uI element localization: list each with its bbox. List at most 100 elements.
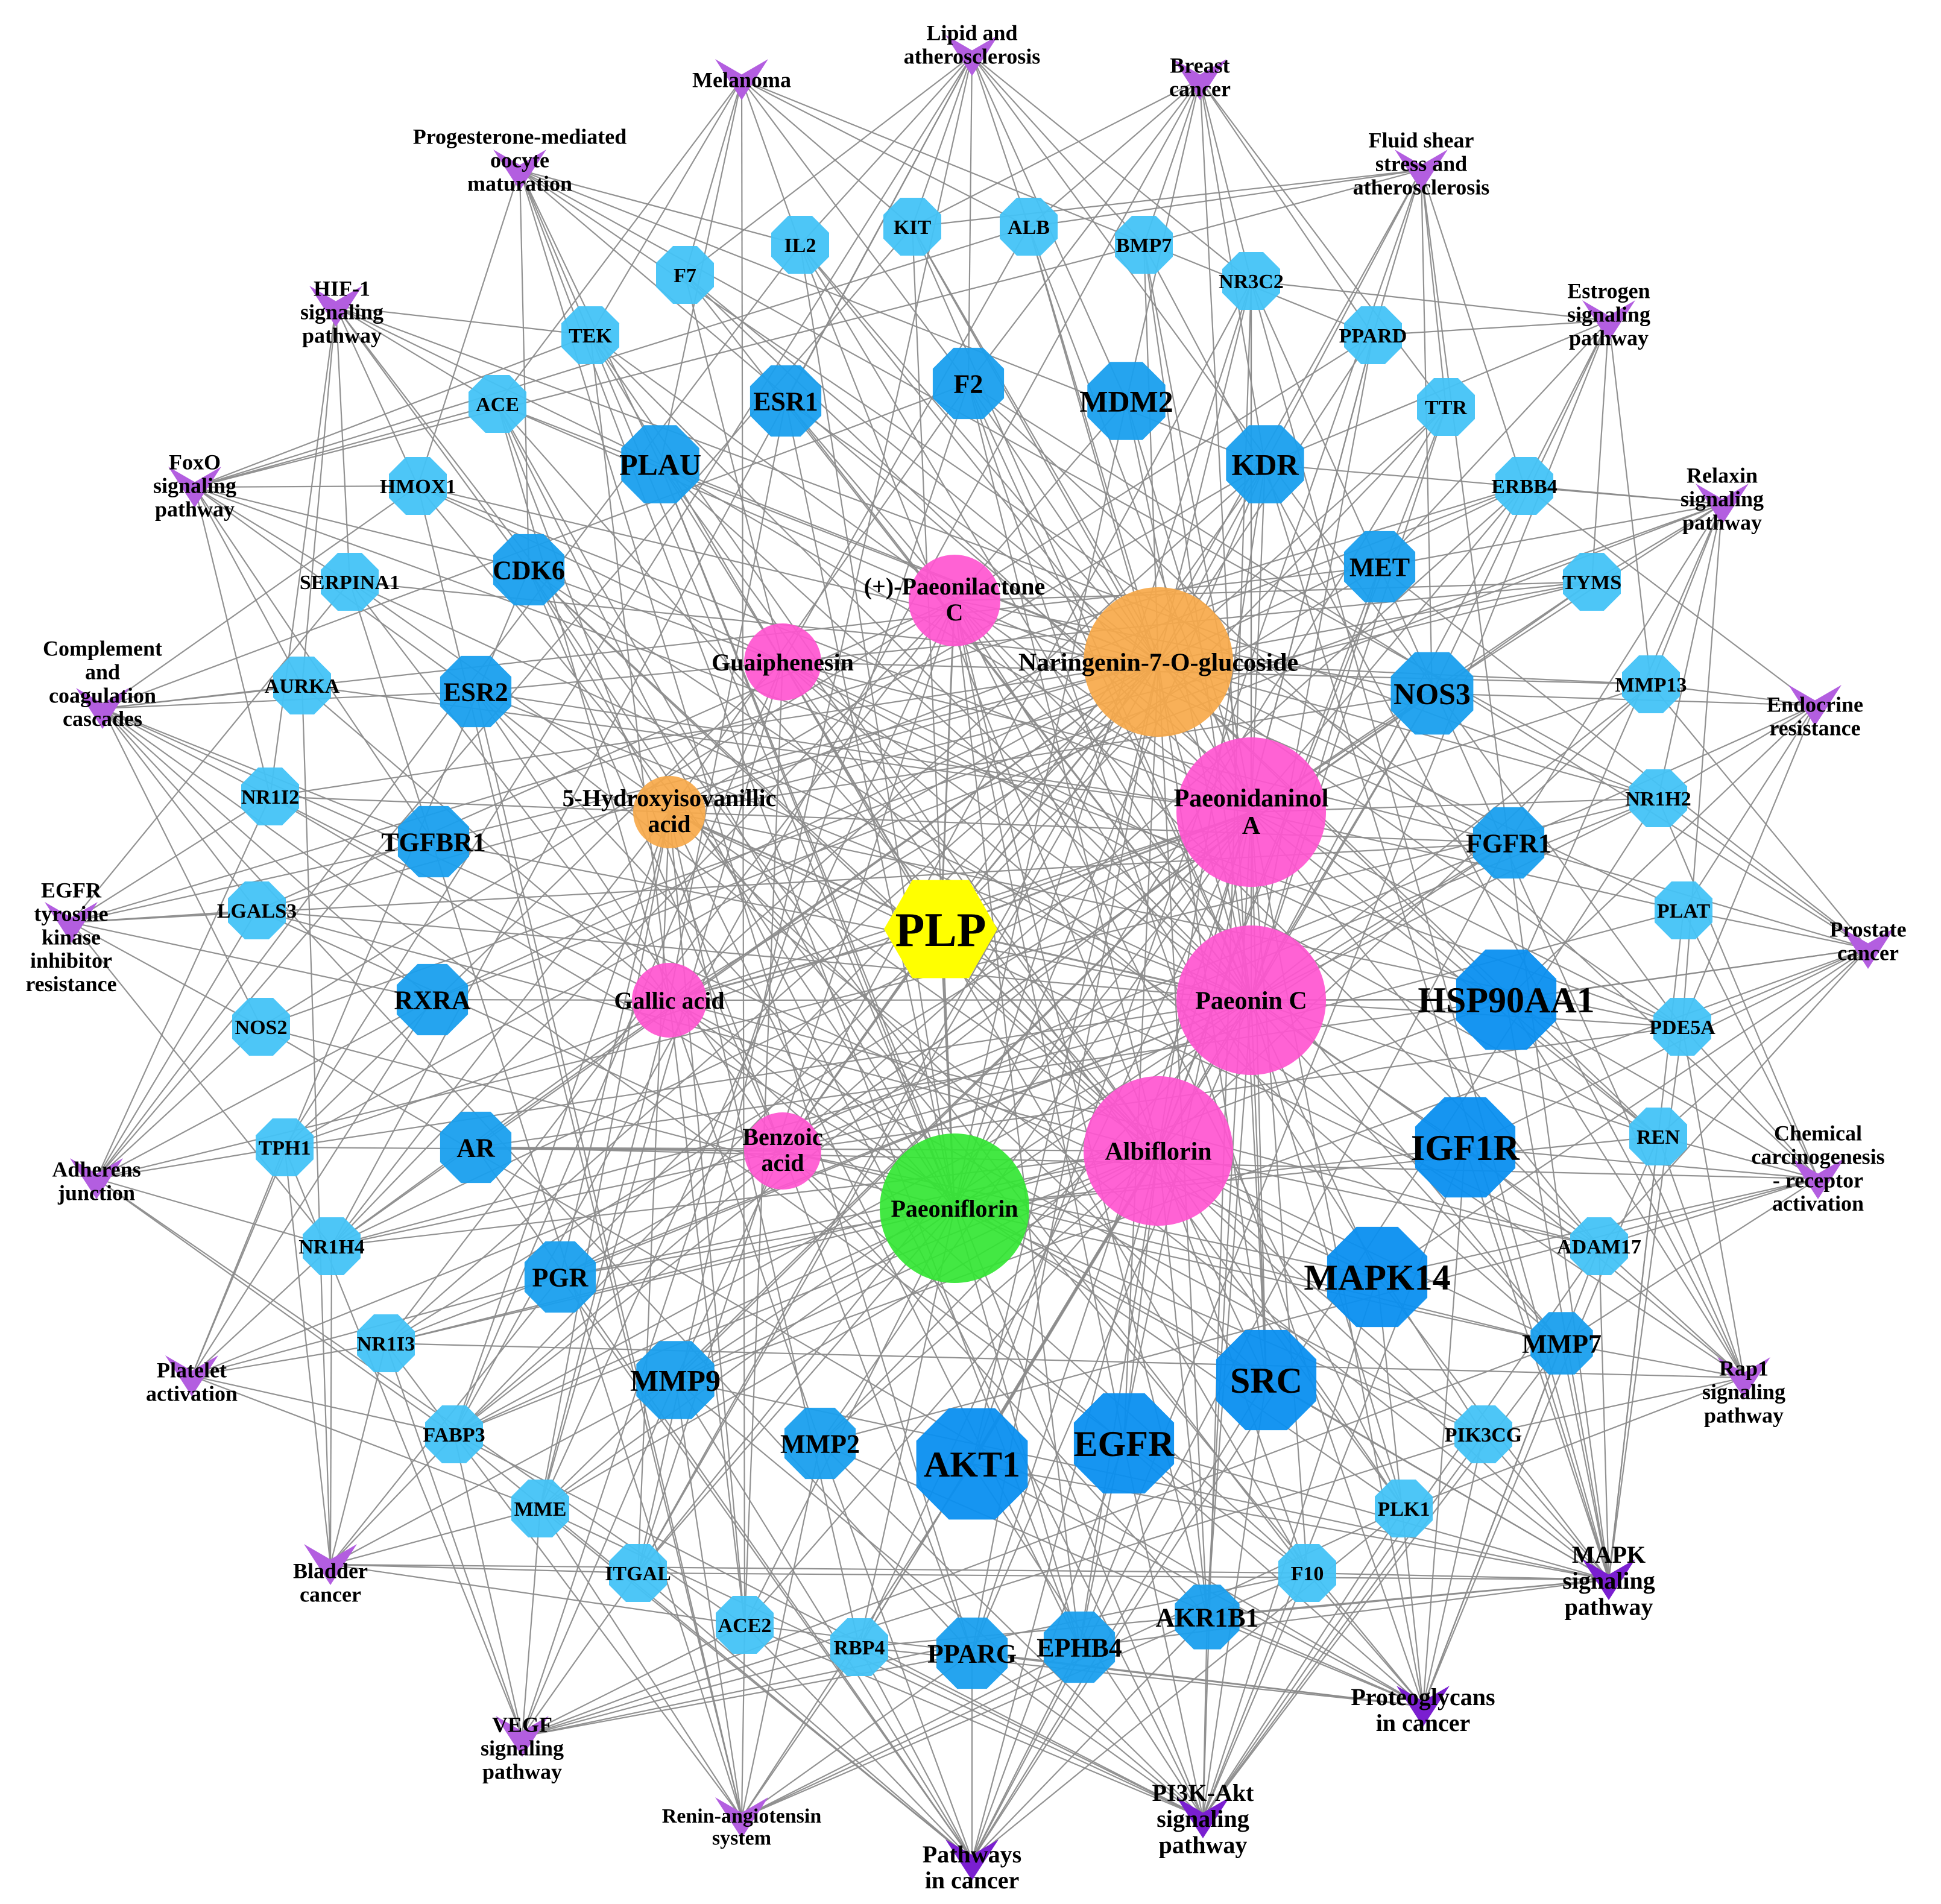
- target-node-lgals3[interactable]: LGALS3: [217, 881, 297, 939]
- target-node-ppard[interactable]: PPARD: [1339, 306, 1407, 364]
- target-node-ar[interactable]: AR: [440, 1111, 512, 1184]
- target-node-ren[interactable]: REN: [1629, 1108, 1687, 1165]
- target-node-ace[interactable]: ACE: [469, 375, 526, 433]
- target-node-akr1b1[interactable]: AKR1B1: [1155, 1584, 1259, 1650]
- target-node-tgfbr1[interactable]: TGFBR1: [381, 805, 486, 878]
- target-node-esr1[interactable]: ESR1: [750, 365, 822, 437]
- target-node-ace2[interactable]: ACE2: [716, 1596, 774, 1654]
- target-node-f10[interactable]: F10: [1278, 1544, 1336, 1602]
- target-node-nr1i2[interactable]: NR1I2: [241, 768, 299, 825]
- ingredient-node-guaiphenesin[interactable]: Guaiphenesin: [712, 623, 854, 701]
- target-node-src[interactable]: SRC: [1216, 1329, 1317, 1431]
- target-node-hsp90aa1[interactable]: HSP90AA1: [1418, 949, 1595, 1050]
- target-node-kdr[interactable]: KDR: [1226, 425, 1304, 503]
- network-edge: [1505, 999, 1610, 1580]
- target-node-f2[interactable]: F2: [932, 347, 1005, 420]
- target-node-tek[interactable]: TEK: [561, 306, 619, 364]
- target-node-bmp7[interactable]: BMP7: [1115, 216, 1173, 274]
- network-edge: [859, 1647, 973, 1861]
- target-node-egfr[interactable]: EGFR: [1074, 1393, 1175, 1494]
- pathway-node-melanoma[interactable]: Melanoma: [692, 59, 791, 100]
- target-node-erbb4[interactable]: ERBB4: [1491, 457, 1558, 515]
- target-node-hmox1[interactable]: HMOX1: [380, 457, 456, 515]
- target-node-mapk14[interactable]: MAPK14: [1304, 1226, 1451, 1328]
- target-node-nr1h4[interactable]: NR1H4: [298, 1217, 365, 1275]
- target-node-fabp3[interactable]: FABP3: [423, 1405, 485, 1463]
- center-node-plp[interactable]: PLP: [884, 880, 997, 979]
- target-node-akt1[interactable]: AKT1: [916, 1408, 1028, 1520]
- target-node-serpina1[interactable]: SERPINA1: [300, 553, 400, 611]
- target-node-igf1r[interactable]: IGF1R: [1411, 1097, 1520, 1198]
- target-node-alb[interactable]: ALB: [1000, 198, 1058, 256]
- target-node-mme[interactable]: MME: [511, 1480, 569, 1537]
- target-node-itgal[interactable]: ITGAL: [605, 1544, 671, 1602]
- target-node-mmp2[interactable]: MMP2: [780, 1407, 860, 1480]
- target-node-nos2[interactable]: NOS2: [232, 998, 290, 1056]
- target-node-pparg[interactable]: PPARG: [927, 1617, 1017, 1689]
- target-node-mdm2[interactable]: MDM2: [1079, 362, 1173, 440]
- target-node-f7[interactable]: F7: [656, 246, 714, 304]
- ingredient-node-gallic-acid[interactable]: Gallic acid: [614, 963, 725, 1038]
- target-node-nr1h2[interactable]: NR1H2: [1625, 769, 1691, 827]
- target-node-il2[interactable]: IL2: [771, 216, 829, 274]
- target-node-pik3cg[interactable]: PIK3CG: [1445, 1405, 1522, 1463]
- target-node-ttr[interactable]: TTR: [1417, 378, 1475, 436]
- target-node-mmp9[interactable]: MMP9: [630, 1341, 721, 1419]
- target-node-rbp4[interactable]: RBP4: [830, 1618, 888, 1676]
- target-node-mmp13[interactable]: MMP13: [1615, 655, 1687, 713]
- ingredient-node-paeonin-c[interactable]: Paeonin C: [1176, 925, 1326, 1075]
- network-edge: [256, 909, 1159, 1152]
- target-node-adam17[interactable]: ADAM17: [1557, 1217, 1641, 1275]
- target-node-nos3[interactable]: NOS3: [1390, 652, 1474, 735]
- ingredient-node-paeoniflorin[interactable]: Paeoniflorin: [880, 1133, 1029, 1283]
- target-node-esr2[interactable]: ESR2: [440, 655, 512, 728]
- target-node-nr1i3[interactable]: NR1I3: [357, 1314, 415, 1372]
- target-node-plau[interactable]: PLAU: [619, 425, 701, 503]
- target-node-met[interactable]: MET: [1343, 531, 1416, 603]
- target-node-rxra[interactable]: RXRA: [394, 963, 471, 1036]
- target-node-plk1[interactable]: PLK1: [1375, 1480, 1433, 1537]
- target-node-cdk6[interactable]: CDK6: [493, 534, 565, 606]
- target-node-nr3c2[interactable]: NR3C2: [1219, 252, 1284, 310]
- target-node-ephb4[interactable]: EPHB4: [1037, 1611, 1122, 1683]
- ingredient-node-albiflorin[interactable]: Albiflorin: [1084, 1076, 1233, 1226]
- target-node-mmp7[interactable]: MMP7: [1522, 1312, 1602, 1375]
- target-node-fgfr1[interactable]: FGFR1: [1466, 807, 1551, 879]
- network-edge: [675, 1379, 973, 1861]
- ingredient-node-naringenin-7-o-glucoside[interactable]: Naringenin-7-O-glucoside: [1018, 587, 1298, 737]
- target-node-tyms[interactable]: TYMS: [1562, 553, 1621, 611]
- target-node-aurka[interactable]: AURKA: [265, 657, 340, 714]
- target-node-plat[interactable]: PLAT: [1655, 881, 1712, 939]
- target-node-kit[interactable]: KIT: [883, 198, 941, 256]
- target-node-pde5a[interactable]: PDE5A: [1649, 998, 1715, 1056]
- target-node-tph1[interactable]: TPH1: [256, 1118, 314, 1176]
- target-node-pgr[interactable]: PGR: [524, 1241, 596, 1313]
